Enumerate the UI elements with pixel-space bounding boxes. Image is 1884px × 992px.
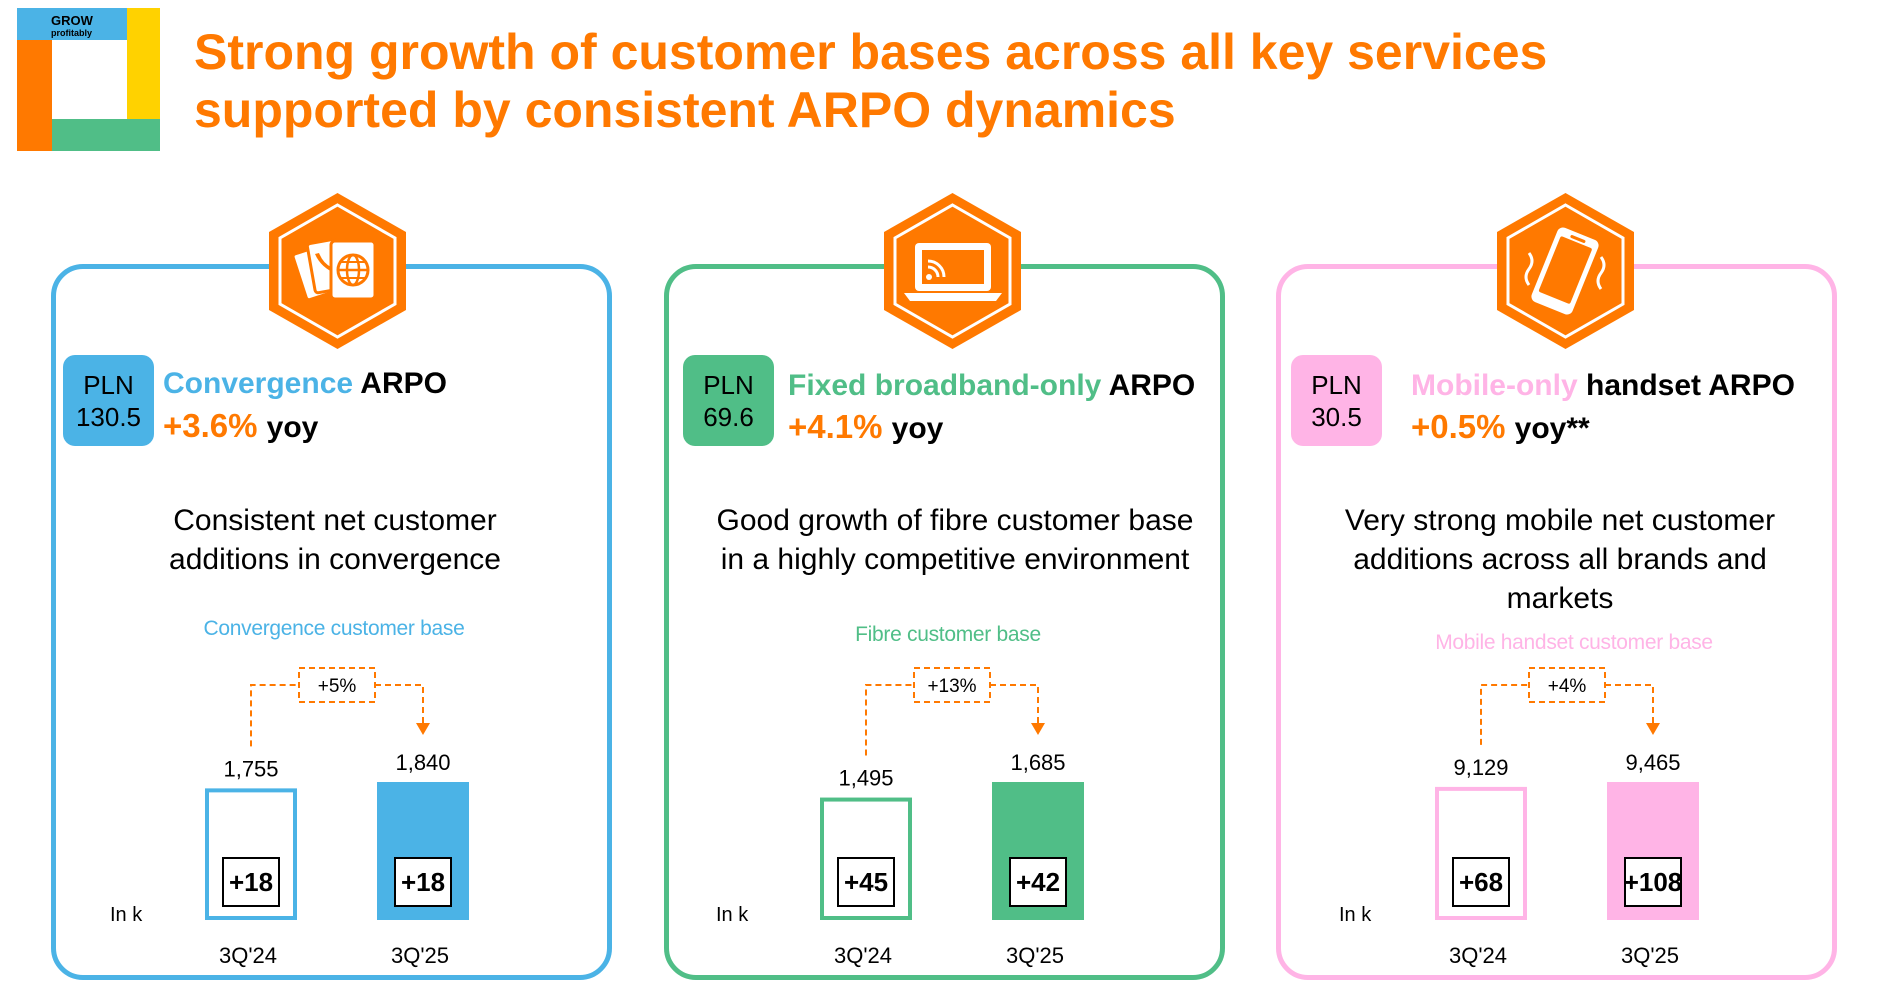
phone-globe-icon [269, 193, 406, 349]
pln-value: 30.5 [1311, 401, 1362, 432]
panel-description: Good growth of fibre customer base in a … [680, 501, 1230, 579]
arpo-growth-pct: +3.6% [163, 407, 258, 444]
arpo-service-name: Convergence [163, 367, 354, 400]
data-label: 9,129 [1453, 755, 1508, 780]
description-line: Consistent net customer [173, 504, 497, 537]
net-additions-box [1452, 857, 1510, 907]
growth-connector [250, 684, 424, 747]
arpo-growth: +4.1% yoy [788, 408, 943, 446]
description-line: in a highly competitive environment [720, 543, 1190, 576]
net-additions-label: +18 [401, 867, 445, 897]
arpo-service-name: Fixed broadband-only [788, 369, 1102, 402]
pln-badge: PLN 30.5 [1291, 355, 1382, 446]
description-line: markets [1506, 582, 1614, 615]
arpo-growth-pct: +0.5% [1411, 408, 1506, 445]
mobile-bar-chart: 9,129 +68 9,465 +108 +4% [1435, 667, 1699, 920]
unit-label: In k [110, 904, 143, 926]
growth-connector [865, 684, 1039, 756]
chart-title: Fibre customer base [855, 623, 1041, 646]
net-additions-box [837, 857, 895, 907]
logo-line1: GROW [51, 13, 93, 28]
data-label: 1,755 [223, 756, 278, 781]
pln-currency: PLN [703, 369, 754, 400]
arpo-title: Mobile-only handset ARPO [1411, 369, 1795, 403]
arpo-yoy: yoy [266, 411, 319, 444]
description-line: additions across all brands and [1353, 543, 1767, 576]
growth-label: +4% [1548, 676, 1587, 697]
arpo-yoy: yoy** [1514, 412, 1590, 445]
logo-line2: profitably [51, 28, 93, 38]
net-additions-box [1009, 857, 1067, 907]
arpo-label: ARPO [1101, 369, 1196, 402]
x-tick-label: 3Q'24 [1448, 943, 1508, 968]
growth-label: +5% [318, 676, 357, 697]
growth-badge [298, 667, 376, 703]
x-tick-label: 3Q'25 [1005, 943, 1065, 968]
arpo-yoy: yoy [891, 412, 944, 445]
arpo-service-name: Mobile-only [1411, 369, 1578, 402]
data-label: 1,840 [395, 750, 450, 775]
data-label: 9,465 [1625, 750, 1680, 775]
arpo-growth: +3.6% yoy [163, 407, 318, 445]
fibre-bar-chart: 1,495 +45 1,685 +42 +13% [820, 667, 1084, 921]
page-title-line2: supported by consistent ARPO dynamics [194, 82, 1176, 138]
net-additions-box [222, 857, 280, 907]
arpo-growth: +0.5% yoy** [1411, 408, 1590, 446]
pln-badge: PLN 69.6 [683, 355, 774, 446]
logo-text: GROW profitably [51, 14, 93, 38]
page-title: Strong growth of customer bases across a… [194, 23, 1854, 139]
growth-badge [913, 667, 991, 703]
grow-profitably-logo [17, 8, 160, 151]
x-tick-label: 3Q'24 [218, 943, 278, 968]
description-line: Very strong mobile net customer [1344, 504, 1776, 537]
net-additions-label: +18 [229, 867, 273, 897]
smartphone-icon [1497, 193, 1634, 349]
growth-connector [1480, 684, 1654, 745]
data-label: 1,685 [1010, 750, 1065, 775]
arpo-title: Fixed broadband-only ARPO [788, 369, 1195, 403]
unit-label: In k [716, 904, 749, 926]
pln-badge: PLN 130.5 [63, 355, 154, 446]
pln-value: 130.5 [75, 401, 142, 432]
net-additions-label: +68 [1459, 867, 1503, 897]
arpo-growth-pct: +4.1% [788, 408, 883, 445]
net-additions-box [1624, 857, 1682, 907]
pln-currency: PLN [83, 369, 134, 400]
growth-arrowhead [416, 723, 430, 735]
convergence-bar-chart: 1,755 +18 1,840 +18 +5% [205, 667, 469, 920]
x-tick-label: 3Q'25 [390, 943, 450, 968]
net-additions-label: +45 [844, 867, 888, 897]
growth-arrowhead [1031, 723, 1045, 735]
arpo-label: ARPO [353, 367, 447, 400]
laptop-icon [884, 193, 1021, 349]
growth-label: +13% [927, 676, 976, 697]
description-line: additions in convergence [169, 543, 501, 576]
net-additions-label: +108 [1624, 867, 1683, 897]
page-title-line1: Strong growth of customer bases across a… [194, 24, 1548, 80]
chart-title: Mobile handset customer base [1435, 631, 1713, 654]
arpo-label: handset ARPO [1577, 369, 1795, 402]
pln-value: 69.6 [703, 401, 754, 432]
chart-title: Convergence customer base [203, 617, 465, 640]
growth-badge [1528, 667, 1606, 703]
panel-description: Very strong mobile net customer addition… [1290, 501, 1830, 618]
net-additions-box [394, 857, 452, 907]
net-additions-label: +42 [1016, 867, 1060, 897]
panel-description: Consistent net customer additions in con… [80, 501, 590, 579]
arpo-title: Convergence ARPO [163, 367, 447, 401]
data-label: 1,495 [838, 766, 893, 791]
x-tick-label: 3Q'25 [1620, 943, 1680, 968]
unit-label: In k [1339, 904, 1372, 926]
growth-arrowhead [1646, 723, 1660, 735]
pln-currency: PLN [1311, 369, 1362, 400]
x-tick-label: 3Q'24 [833, 943, 893, 968]
description-line: Good growth of fibre customer base [716, 504, 1194, 537]
